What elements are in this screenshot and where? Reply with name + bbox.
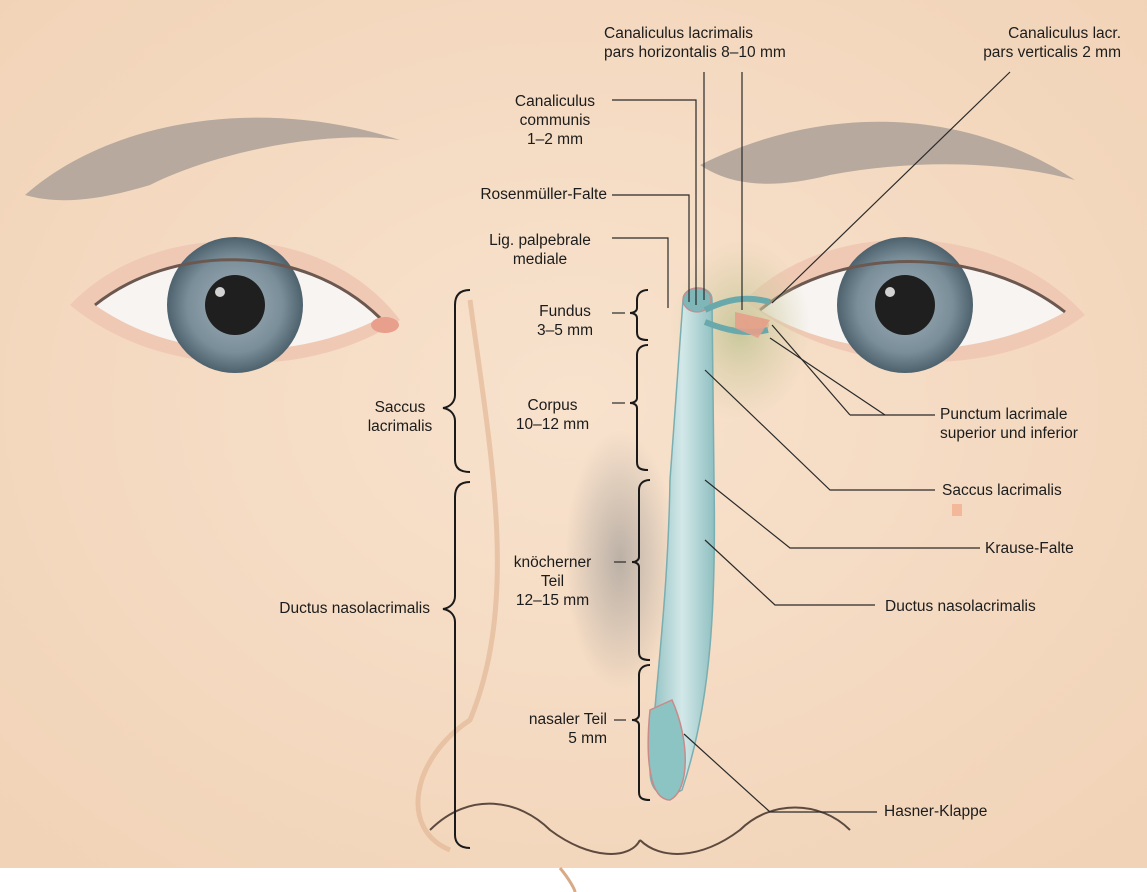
label-lig-palpebrale: Lig. palpebrale mediale [470, 231, 610, 269]
label-punctum-line1: Punctum lacrimale [940, 405, 1078, 424]
label-knoecherner-teil: knöcherner Teil 12–15 mm [495, 553, 610, 610]
label-canaliculus-horizontalis-line1: Canaliculus lacrimalis [604, 24, 786, 43]
label-canaliculus-verticalis-line1: Canaliculus lacr. [983, 24, 1121, 43]
label-canaliculus-communis-line1: Canaliculus [500, 92, 610, 111]
label-canaliculus-communis-line3: 1–2 mm [500, 130, 610, 149]
label-rosenmueller-falte: Rosenmüller-Falte [480, 185, 607, 204]
label-corpus: Corpus 10–12 mm [495, 396, 610, 434]
label-krause-falte: Krause-Falte [985, 539, 1074, 558]
label-knoecherner-line1: knöcherner [495, 553, 610, 572]
label-canaliculus-verticalis-line2: pars verticalis 2 mm [983, 43, 1121, 62]
label-fundus-line2: 3–5 mm [520, 321, 610, 340]
label-canaliculus-communis-line2: communis [500, 111, 610, 130]
label-saccus-lacrimalis-right: Saccus lacrimalis [942, 481, 1062, 500]
label-fundus-line1: Fundus [520, 302, 610, 321]
label-nasaler-line1: nasaler Teil [529, 710, 607, 729]
label-corpus-line1: Corpus [495, 396, 610, 415]
label-punctum-lacrimale: Punctum lacrimale superior und inferior [940, 405, 1078, 443]
label-ductus-nasolacrimalis-right: Ductus nasolacrimalis [885, 597, 1036, 616]
label-lig-palpebrale-line2: mediale [470, 250, 610, 269]
label-punctum-line2: superior und inferior [940, 424, 1078, 443]
label-nasaler-line2: 5 mm [529, 729, 607, 748]
label-fundus: Fundus 3–5 mm [520, 302, 610, 340]
label-canaliculus-communis: Canaliculus communis 1–2 mm [500, 92, 610, 149]
label-canaliculus-horizontalis: Canaliculus lacrimalis pars horizontalis… [604, 24, 786, 62]
accent-patch [952, 504, 962, 516]
label-saccus-left-line2: lacrimalis [355, 417, 445, 436]
label-canaliculus-verticalis: Canaliculus lacr. pars verticalis 2 mm [983, 24, 1121, 62]
label-saccus-left-line1: Saccus [355, 398, 445, 417]
label-nasaler-teil: nasaler Teil 5 mm [529, 710, 607, 748]
label-knoecherner-line2: Teil [495, 572, 610, 591]
label-hasner-klappe: Hasner-Klappe [884, 802, 987, 821]
label-corpus-line2: 10–12 mm [495, 415, 610, 434]
label-ductus-nasolacrimalis-left: Ductus nasolacrimalis [279, 599, 430, 618]
label-canaliculus-horizontalis-line2: pars horizontalis 8–10 mm [604, 43, 786, 62]
label-knoecherner-line3: 12–15 mm [495, 591, 610, 610]
label-lig-palpebrale-line1: Lig. palpebrale [470, 231, 610, 250]
label-saccus-lacrimalis-left: Saccus lacrimalis [355, 398, 445, 436]
